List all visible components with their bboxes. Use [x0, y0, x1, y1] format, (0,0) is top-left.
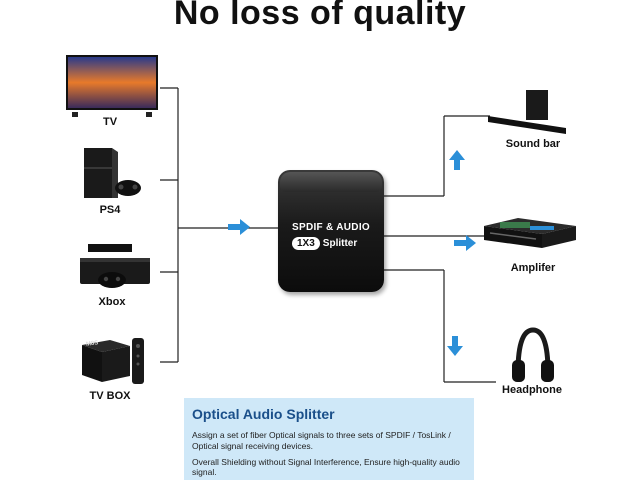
label-tv: TV [102, 116, 118, 128]
splitter-label: Splitter [322, 237, 358, 249]
info-description: Assign a set of fiber Optical signals to… [192, 430, 451, 451]
arrow-right-output-icon [454, 235, 476, 251]
label-ps4: PS4 [99, 204, 121, 216]
info-title: Optical Audio Splitter [192, 406, 335, 422]
info-panel: Optical Audio Splitter Assign a set of f… [184, 398, 474, 480]
label-amplifier: Amplifer [510, 262, 556, 274]
label-tvbox: TV BOX [89, 390, 131, 402]
splitter-subtitle: 1X3 Splitter [292, 236, 357, 250]
tvbox-icon [82, 338, 144, 384]
label-xbox: Xbox [98, 296, 126, 308]
soundbar-icon [488, 90, 566, 134]
splitter-badge: 1X3 [292, 236, 320, 250]
label-headphone: Headphone [502, 384, 562, 396]
xbox-icon [80, 244, 150, 288]
arrow-right-input-icon [228, 219, 250, 235]
arrow-down-icon [447, 336, 463, 356]
info-feature: Overall Shielding without Signal Interfe… [192, 457, 460, 477]
amplifier-icon [484, 218, 576, 248]
arrow-up-icon [449, 150, 465, 170]
tv-icon [66, 55, 158, 117]
splitter-device: SPDIF & AUDIO 1X3 Splitter [278, 170, 384, 292]
page-title: No loss of quality [173, 0, 467, 32]
headphone-icon [512, 327, 554, 382]
splitter-top-face [280, 172, 382, 192]
label-soundbar: Sound bar [505, 138, 561, 150]
splitter-title: SPDIF & AUDIO [292, 222, 370, 233]
ps4-icon [84, 148, 141, 198]
